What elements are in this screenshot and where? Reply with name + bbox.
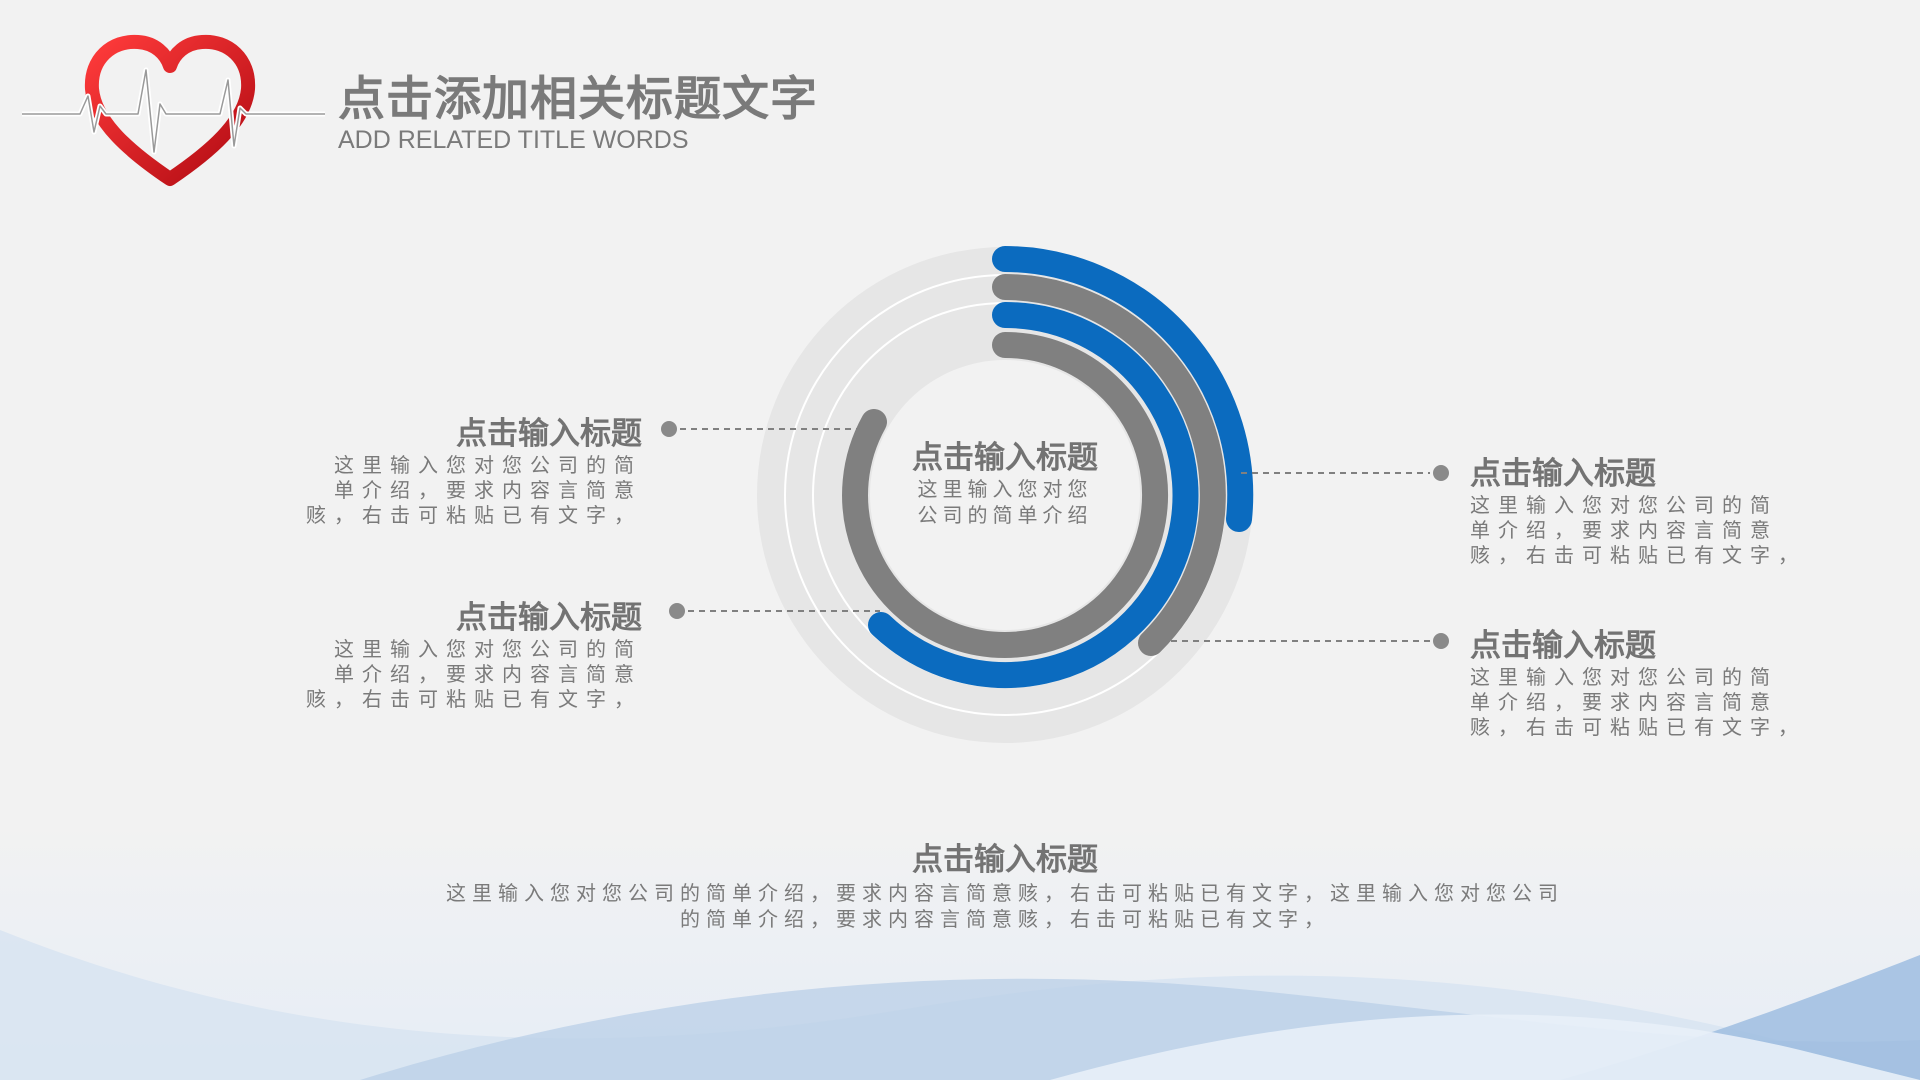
center-title: 点击输入标题 [912,440,1098,476]
connector-dot [669,603,685,619]
item-title: 点击输入标题 [456,416,642,452]
connector-dot [1433,465,1449,481]
inner-disc [870,360,1140,630]
ecg-line-shadow [22,69,325,153]
footer-desc: 这里输入您对您公司的简单介绍，要求内容言简意赅，右击可粘贴已有文字，这里输入您对… [446,881,1564,931]
item-desc: 这里输入您对您公司的简 单介绍，要求内容言简意 赅，右击可粘贴已有文字， [306,637,642,711]
arc-inner-gray [842,332,1169,658]
arc-outer-blue [992,246,1254,532]
arc-second-gray [992,274,1226,656]
heart-shape [84,34,256,186]
center-desc: 这里输入您对您 公司的简单介绍 [917,477,1093,527]
item-title: 点击输入标题 [456,600,642,636]
arc-third-blue [868,301,1199,688]
page-subtitle: ADD RELATED TITLE WORDS [338,126,689,154]
wave-front [1560,955,1920,1080]
wave-light [1050,1014,1920,1080]
page-title: 点击添加相关标题文字 [338,72,818,127]
item-desc: 这里输入您对您公司的简 单介绍，要求内容言简意 赅，右击可粘贴已有文字， [1470,665,1806,739]
footer-title: 点击输入标题 [912,842,1098,878]
heart-ecg-icon [22,34,325,186]
item-title: 点击输入标题 [1470,628,1656,664]
item-desc: 这里输入您对您公司的简 单介绍，要求内容言简意 赅，右击可粘贴已有文字， [306,453,642,527]
connector-dot [661,421,677,437]
connector-dot [1433,633,1449,649]
item-desc: 这里输入您对您公司的简 单介绍，要求内容言简意 赅，右击可粘贴已有文字， [1470,493,1806,567]
item-title: 点击输入标题 [1470,456,1656,492]
